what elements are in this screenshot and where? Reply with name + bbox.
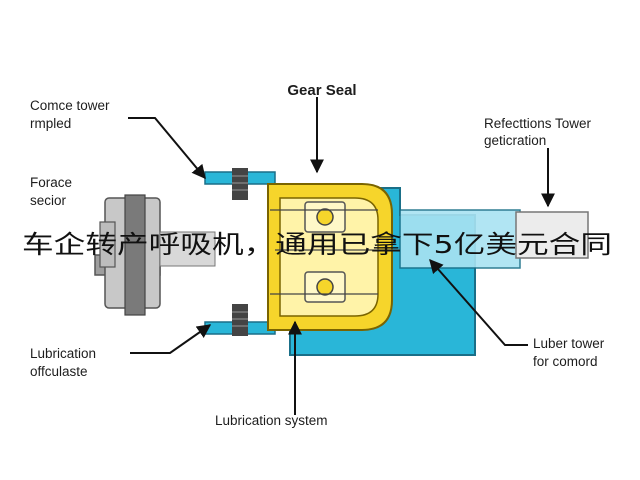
right-gray-box [515, 211, 589, 259]
label-luber-tower-1: Luber tower [533, 336, 605, 351]
shaft-body [159, 231, 216, 267]
label-forace-1: Forace [30, 175, 72, 190]
upper-bearing-ball [316, 208, 334, 226]
label-comce-tower-1: Comce tower [30, 98, 110, 113]
label-refections-2: geticration [484, 133, 546, 148]
label-lubrication-left-2: offculaste [30, 364, 88, 379]
label-refections-1: Refecttions Tower [484, 116, 592, 131]
overlay-headline: 车企转产呼吸机，通用已拿下5亿美元合同 [22, 230, 612, 259]
leader-lines [128, 97, 555, 415]
shaft-end [99, 221, 116, 268]
shaft-assembly [94, 194, 216, 316]
bottom-bolt [232, 304, 248, 336]
label-luber-tower-2: for comord [533, 354, 598, 369]
arrow-luber-tower [429, 258, 528, 346]
label-lubrication-system: Lubrication system [215, 413, 328, 428]
label-lubrication-left-1: Lubrication [30, 346, 96, 361]
gear-seal-element [267, 183, 400, 331]
arrow-comce-tower [128, 117, 206, 180]
label-comce-tower-2: rmpled [30, 116, 71, 131]
lower-bearing-ball [316, 278, 334, 296]
housing-flange [399, 209, 521, 269]
arrow-lubrication-left [130, 324, 212, 354]
bolts [232, 168, 248, 336]
bearing-ring [124, 194, 146, 316]
top-bolt [232, 168, 248, 200]
title-gear-seal: Gear Seal [287, 82, 356, 99]
label-forace-2: secior [30, 193, 67, 208]
